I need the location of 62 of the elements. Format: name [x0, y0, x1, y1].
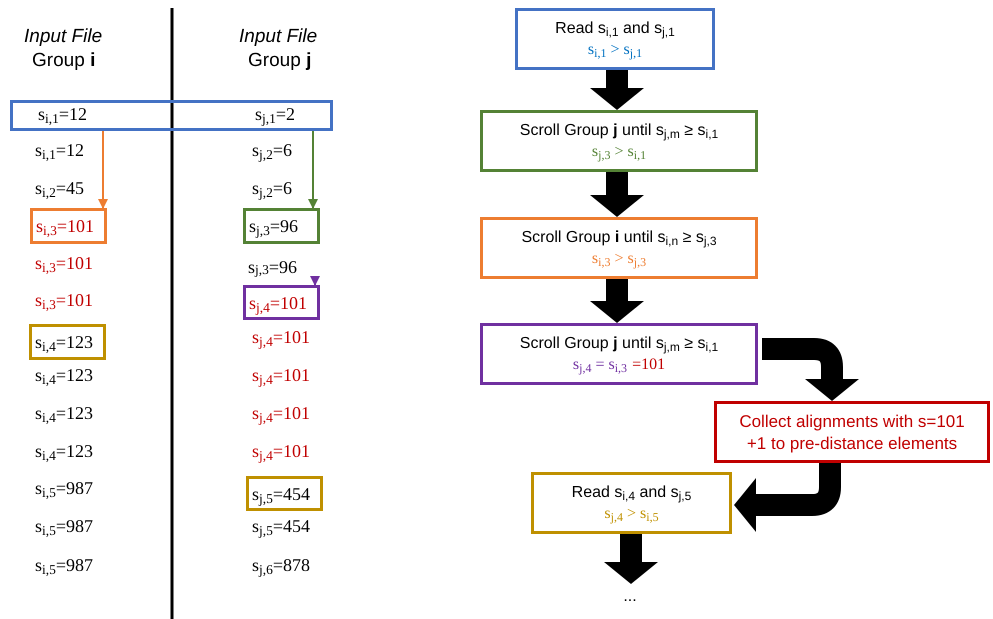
- block-arrow: [734, 463, 841, 532]
- column-heading: Group j: [248, 50, 312, 71]
- process-box: [714, 401, 990, 463]
- highlight-box: [246, 476, 323, 511]
- value-text: s$_{i,5}$=987: [35, 478, 94, 498]
- condition-text: +1 to pre-distance elements: [746, 434, 958, 452]
- value-text: s$_{j,2}$=6: [252, 178, 292, 198]
- value-text: s$_{i,5}$=987: [35, 555, 94, 575]
- value-text: s$_{i,1}$=12: [35, 140, 84, 160]
- step-text: Collect alignments with s=101: [739, 412, 965, 430]
- value-text: s$_{i,5}$=987: [35, 516, 94, 536]
- value-text: s$_{i,3}$=101: [35, 253, 94, 273]
- column-heading: Input File: [24, 26, 102, 47]
- column-heading: Input File: [239, 26, 318, 47]
- condition-text: s$_{j,4}$ = s$_{i,3}$: [572, 356, 628, 372]
- step-text: Scroll Group j until s$_{j,m}$ ≥ s$_{i,1}$: [520, 336, 718, 352]
- highlight-box: [10, 100, 333, 131]
- condition-text: s$_{i,1}$ > s$_{j,1}$: [588, 42, 642, 58]
- process-box: [480, 217, 758, 279]
- arrow: [98, 131, 108, 209]
- step-text: Scroll Group i until s$_{i,n}$ ≥ s$_{j,3}$: [521, 230, 717, 246]
- value-text: s$_{i,4}$=123: [35, 403, 94, 423]
- highlight-box: [30, 208, 107, 244]
- step-text: Read s$_{i,4}$ and s$_{j,5}$: [572, 484, 692, 500]
- value-text: s$_{j,4}$=101: [252, 365, 310, 385]
- highlight-box: [29, 324, 106, 360]
- value-text: s$_{j,3}$=96: [248, 253, 322, 281]
- block-arrow: [590, 279, 644, 323]
- value-text: s$_{i,4}$=123: [35, 365, 94, 385]
- value-text: s$_{j,5}$=454: [252, 516, 310, 536]
- step-text: Read s$_{i,1}$ and s$_{j,1}$: [555, 20, 675, 36]
- value-text: s$_{j,4}$=101: [252, 441, 310, 461]
- process-box: [531, 472, 732, 534]
- process-box: [480, 110, 758, 172]
- value-text: s$_{j,4}$=101: [252, 327, 310, 347]
- block-arrow: [604, 534, 658, 584]
- highlight-box: [243, 285, 320, 320]
- condition-text: =101: [632, 356, 666, 372]
- arrow: [310, 276, 320, 286]
- ellipsis-text: ...: [610, 584, 650, 610]
- value-text: s$_{i,3}$=101: [35, 290, 94, 310]
- process-box: [480, 323, 758, 385]
- value-text: s$_{j,2}$=6: [252, 140, 292, 160]
- value-text: s$_{i,1}$=12: [38, 104, 88, 124]
- block-arrow: [590, 70, 644, 110]
- condition-text: s$_{j,3}$ > s$_{i,1}$: [592, 144, 646, 160]
- block-arrow: [762, 338, 859, 401]
- block-arrow: [590, 172, 644, 217]
- value-text: s$_{i,4}$=123: [35, 441, 94, 461]
- condition-text: s$_{i,3}$ > s$_{j,3}$: [592, 250, 646, 266]
- column-heading: Group i: [32, 50, 96, 71]
- highlight-box: [243, 208, 320, 244]
- value-text: s$_{i,2}$=45: [35, 178, 84, 198]
- arrow: [308, 131, 318, 209]
- condition-text: s$_{j,4}$ > s$_{i,5}$: [604, 506, 659, 522]
- value-text: s$_{j,6}$=878: [252, 555, 310, 575]
- value-text: s$_{i,4}$=123: [35, 333, 94, 351]
- value-text: s$_{j,1}$=2: [255, 104, 296, 124]
- process-box: [515, 8, 715, 70]
- step-text: Scroll Group j until s$_{j,m}$ ≥ s$_{i,1}$: [520, 122, 718, 138]
- value-text: s$_{j,4}$=101: [252, 403, 310, 423]
- value-text: s$_{i,3}$=101: [36, 217, 94, 235]
